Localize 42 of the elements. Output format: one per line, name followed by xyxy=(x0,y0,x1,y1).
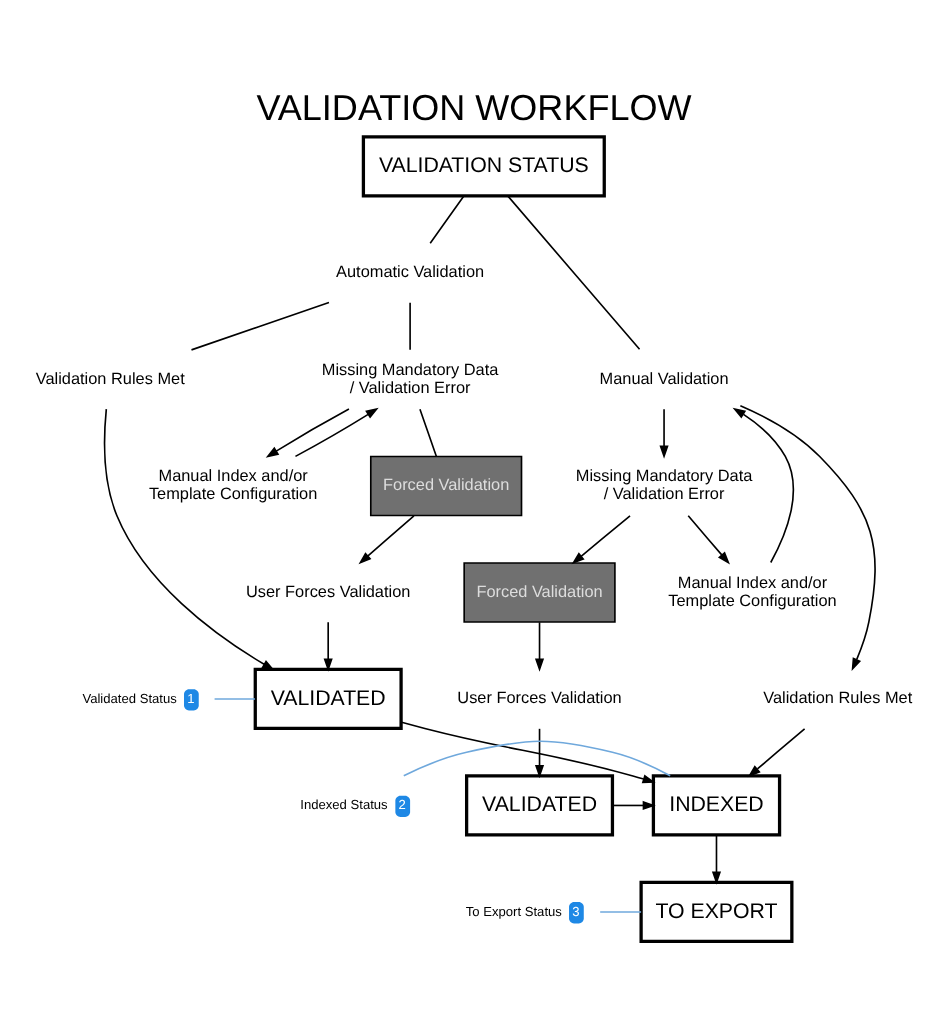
arrow xyxy=(747,727,806,777)
node-box: Forced Validation xyxy=(463,561,616,622)
arrow xyxy=(358,514,415,564)
node-box: INDEXED xyxy=(651,773,782,836)
connector xyxy=(429,194,465,243)
arrow xyxy=(265,407,350,457)
node-box: VALIDATION STATUS xyxy=(361,134,606,197)
arrow xyxy=(732,406,795,563)
node-text: Manual Index and/or Template Configuration xyxy=(668,572,837,609)
arrow xyxy=(739,403,876,671)
node-box: VALIDATED xyxy=(465,773,615,836)
node-text: Validation Rules Met xyxy=(35,368,185,387)
connector xyxy=(599,910,642,912)
node-text: Validation Rules Met xyxy=(763,688,913,707)
arrow xyxy=(294,406,379,457)
connector xyxy=(213,697,256,699)
node-box: VALIDATED xyxy=(253,666,403,730)
node-text: Manual Validation xyxy=(599,368,729,387)
diagram-title: VALIDATION WORKFLOW xyxy=(256,86,692,127)
node-box: Forced Validation xyxy=(369,454,523,516)
node-box: TO EXPORT xyxy=(639,879,794,943)
arrow xyxy=(687,514,730,564)
connector xyxy=(402,739,671,776)
arrow xyxy=(400,720,656,783)
node-text: Missing Mandatory Data / Validation Error xyxy=(575,466,753,503)
arrow xyxy=(534,620,545,671)
node-text: User Forces Validation xyxy=(457,688,622,707)
arrow xyxy=(612,799,656,810)
arrow xyxy=(571,514,631,564)
arrow xyxy=(711,833,722,884)
connector xyxy=(419,407,438,456)
arrow xyxy=(534,727,545,778)
arrow xyxy=(103,407,275,670)
node-text: Manual Index and/or Template Configuration xyxy=(148,466,318,503)
node-text: Missing Mandatory Data / Validation Error xyxy=(321,359,499,396)
node-text: User Forces Validation xyxy=(245,581,411,600)
connector xyxy=(409,301,411,350)
connector xyxy=(190,300,330,350)
arrow xyxy=(659,407,669,458)
connector xyxy=(507,194,641,350)
arrow xyxy=(323,620,333,671)
node-text: Automatic Validation xyxy=(336,262,485,281)
